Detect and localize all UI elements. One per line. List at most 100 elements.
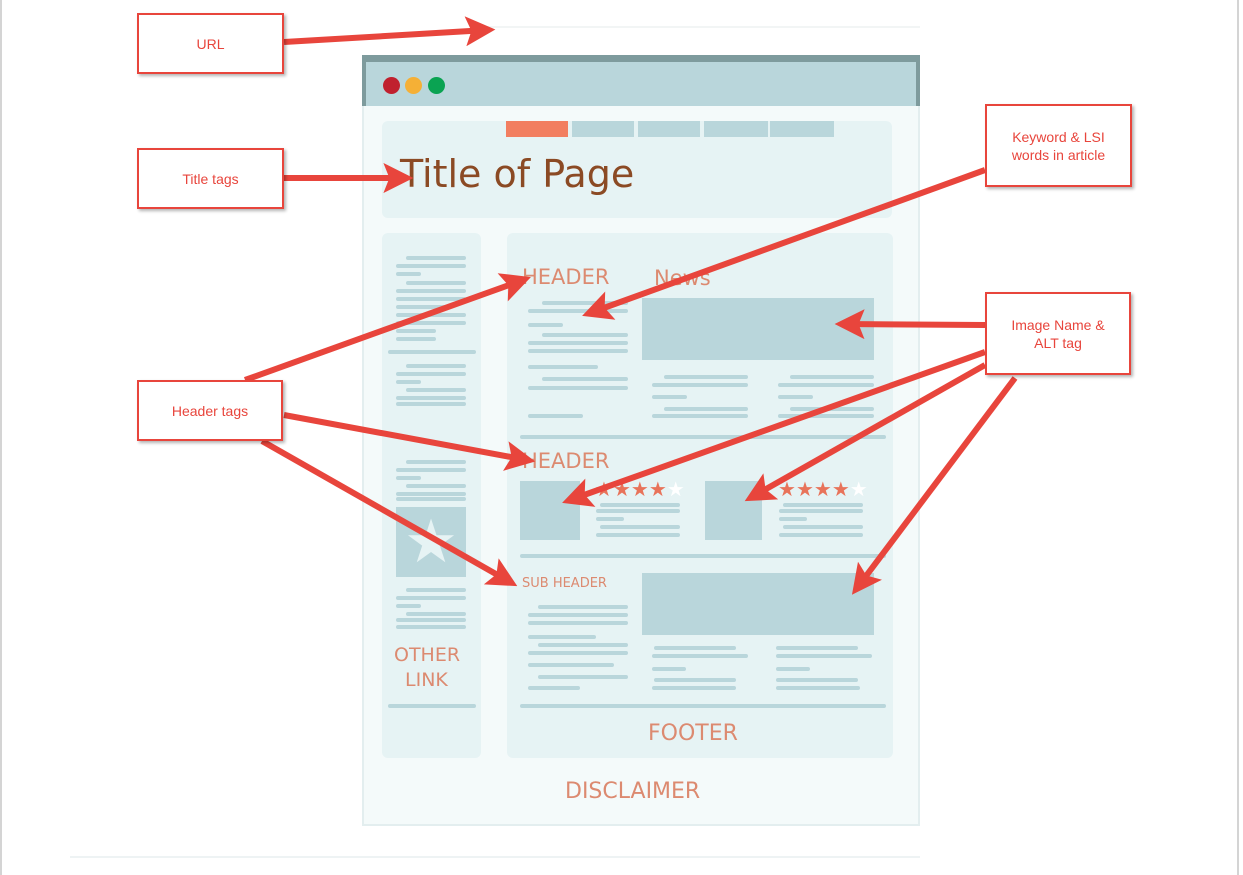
bottom-rule: [70, 856, 920, 858]
text-line: [396, 372, 466, 376]
text-line: [528, 414, 583, 418]
nav-tab: [704, 121, 768, 137]
star-icon: ★: [778, 479, 796, 501]
nav-tab: [572, 121, 634, 137]
text-line: [396, 492, 466, 496]
star-icon: ★: [648, 479, 667, 501]
text-line: [542, 333, 628, 337]
star-icon: ★: [666, 479, 685, 501]
arrow: [851, 376, 1018, 595]
star-icon: ★: [813, 479, 832, 501]
text-line: [396, 396, 466, 400]
text-line: [406, 388, 466, 392]
callout-url: URL: [137, 13, 284, 74]
text-line: [396, 264, 466, 268]
text-line: [396, 272, 421, 276]
text-line: [528, 663, 614, 667]
text-line: [396, 380, 421, 384]
text-line: [779, 509, 863, 513]
star-icon: ★: [630, 479, 649, 501]
arrow: [582, 167, 987, 320]
text-line: [406, 612, 466, 616]
text-line: [396, 297, 466, 301]
text-line: [520, 704, 886, 708]
text-line: [388, 350, 476, 354]
browser-titlebar: [362, 55, 920, 106]
sub-header: SUB HEADER: [522, 576, 607, 591]
text-line: [652, 395, 687, 399]
arrow: [283, 16, 496, 47]
text-line: [406, 588, 466, 592]
text-line: [776, 646, 858, 650]
text-line: [528, 365, 598, 369]
text-line: [776, 667, 810, 671]
text-line: [528, 686, 580, 690]
text-line: [664, 375, 748, 379]
frame-right: [1237, 0, 1239, 875]
text-line: [520, 554, 886, 558]
text-line: [596, 509, 680, 513]
frame-left: [0, 0, 2, 875]
text-line: [396, 337, 436, 341]
text-line: [596, 533, 680, 537]
text-line: [542, 377, 628, 381]
footer-label: FOOTER: [648, 721, 738, 746]
text-line: [652, 667, 686, 671]
text-line: [778, 414, 874, 418]
text-line: [396, 625, 466, 629]
text-line: [596, 517, 624, 521]
text-line: [528, 341, 628, 345]
text-line: [652, 383, 748, 387]
header-2: HEADER: [522, 449, 610, 473]
arrow: [562, 349, 987, 507]
text-line: [406, 256, 466, 260]
text-line: [783, 525, 863, 529]
text-line: [538, 605, 628, 609]
nav-tab-active: [506, 121, 568, 137]
text-line: [528, 309, 628, 313]
text-line: [652, 414, 748, 418]
text-line: [396, 476, 421, 480]
text-line: [652, 654, 748, 658]
maximize-dot-icon: [428, 77, 445, 94]
text-line: [600, 503, 680, 507]
arrow: [283, 412, 536, 471]
title-panel: [382, 121, 892, 218]
nav-tab: [770, 121, 834, 137]
callout-header-tags: Header tags: [137, 380, 283, 441]
text-line: [396, 604, 421, 608]
text-line: [396, 618, 466, 622]
minimize-dot-icon: [405, 77, 422, 94]
text-line: [783, 503, 863, 507]
callout-title-tags: Title tags: [137, 148, 284, 209]
star-icon: ★: [795, 479, 814, 501]
arrow: [260, 438, 518, 587]
star-icon: ★: [831, 479, 850, 501]
text-line: [654, 678, 736, 682]
text-line: [776, 686, 860, 690]
url-bar-line: [470, 26, 920, 28]
star-icon: ★: [849, 479, 868, 501]
text-line: [654, 646, 736, 650]
other-link-line2[interactable]: LINK: [405, 669, 448, 691]
other-link-line1[interactable]: OTHER: [394, 644, 461, 666]
text-line: [778, 383, 874, 387]
disclaimer-label: DISCLAIMER: [565, 779, 701, 804]
text-line: [396, 402, 466, 406]
star-icon: ★: [396, 507, 466, 577]
text-line: [396, 596, 466, 600]
text-line: [778, 395, 813, 399]
text-line: [396, 289, 466, 293]
text-line: [396, 305, 446, 309]
text-line: [388, 704, 476, 708]
text-line: [779, 517, 807, 521]
rating-stars-2: ★★★★★: [778, 480, 868, 501]
callout-keyword: Keyword & LSI words in article: [985, 104, 1132, 187]
page-title: Title of Page: [400, 152, 635, 196]
nav-tab: [638, 121, 700, 137]
text-line: [600, 525, 680, 529]
close-dot-icon: [383, 77, 400, 94]
arrow: [834, 309, 986, 340]
text-line: [396, 468, 466, 472]
